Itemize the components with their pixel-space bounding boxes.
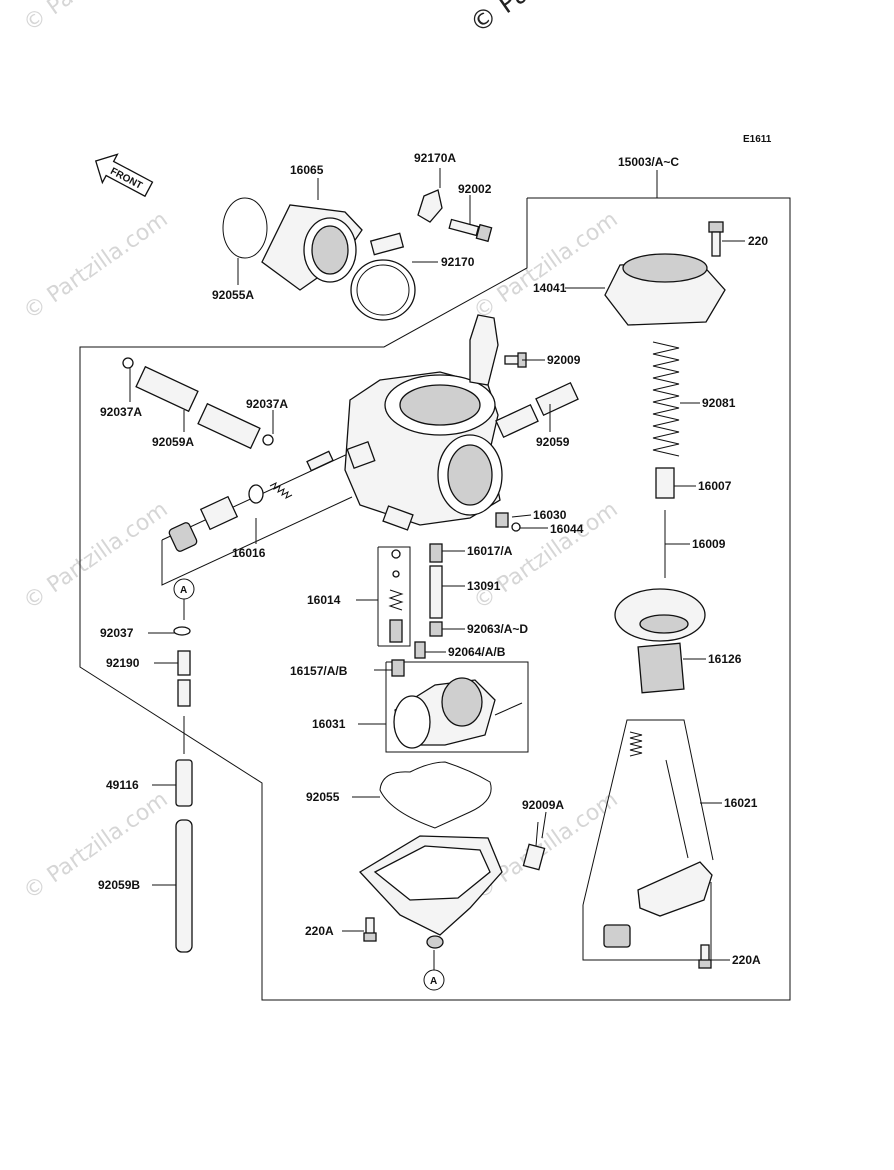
label-16021: 16021 — [724, 796, 758, 810]
spring-92081 — [652, 341, 680, 457]
diaphragm-16126 — [614, 588, 706, 694]
top-cover-14041 — [604, 253, 726, 326]
screw-220a-left — [363, 917, 377, 942]
label-92063: 92063/A~D — [467, 622, 528, 636]
label-92170: 92170 — [441, 255, 475, 269]
intake-frame — [385, 661, 529, 753]
jet-16030 — [495, 512, 509, 528]
label-92009a: 92009A — [522, 798, 564, 812]
label-92170a: 92170A — [414, 151, 456, 165]
carburetor-body — [344, 371, 503, 531]
watermark: © Partzilla.com — [469, 207, 622, 325]
label-16126: 16126 — [708, 652, 742, 666]
label-92055: 92055 — [306, 790, 340, 804]
label-16065: 16065 — [290, 163, 324, 177]
fitting-49116 — [175, 759, 193, 807]
label-16031: 16031 — [312, 717, 346, 731]
pilot-screw-frame-bottom — [161, 496, 353, 586]
jet-set-16014 — [388, 549, 404, 643]
bracket-92170a — [417, 189, 443, 223]
main-frame — [79, 197, 791, 1001]
starter-plunger-16021 — [603, 731, 713, 948]
label-220: 220 — [748, 234, 768, 248]
label-220a-right: 220A — [732, 953, 761, 967]
label-16157: 16157/A/B — [290, 664, 348, 678]
label-16044: 16044 — [550, 522, 584, 536]
clip-92037a-mid — [262, 434, 274, 446]
label-92190: 92190 — [106, 656, 140, 670]
leader-lines — [129, 168, 745, 961]
label-92002: 92002 — [458, 182, 492, 196]
label-92037a-mid: 92037A — [246, 397, 288, 411]
label-14041: 14041 — [533, 281, 567, 295]
label-92055a: 92055A — [212, 288, 254, 302]
watermark: © Partzilla.com — [19, 787, 172, 905]
marker-a-top-label: A — [180, 585, 187, 596]
tube-92190-b — [177, 679, 191, 707]
label-15003: 15003/A~C — [618, 155, 679, 169]
part-labels: 16065 92170A 92002 15003/A~C 220 92055A … — [98, 151, 768, 967]
label-16007: 16007 — [698, 479, 732, 493]
label-13091: 13091 — [467, 579, 501, 593]
intake-16031 — [393, 677, 523, 749]
needle-holder-16007 — [655, 467, 675, 499]
diagram-code: E1611 — [743, 134, 772, 145]
jet-set-frame-b — [378, 546, 411, 647]
jet-16044 — [511, 522, 521, 532]
watermark-top: © Pa — [465, 0, 535, 40]
label-16014: 16014 — [307, 593, 341, 607]
throttle-bracket — [469, 314, 499, 386]
label-16017a: 16017/A — [467, 544, 513, 558]
tube-92059b — [175, 819, 193, 953]
frame-lines — [79, 197, 791, 1001]
starter-frame-top — [582, 719, 714, 906]
clip-92037a-left — [122, 357, 134, 369]
needle-jet-13091 — [429, 565, 443, 619]
label-92009: 92009 — [547, 353, 581, 367]
screw-220a-right — [698, 944, 712, 969]
marker-a-bottom: A — [423, 950, 445, 991]
jet-92063 — [429, 621, 443, 637]
gasket-92055 — [379, 761, 492, 829]
label-92081: 92081 — [702, 396, 736, 410]
label-92059a: 92059A — [152, 435, 194, 449]
label-92064: 92064/A/B — [448, 645, 506, 659]
marker-a-top: A — [173, 578, 195, 620]
tube-92059 — [495, 381, 579, 439]
starter-frame-bottom — [582, 882, 712, 961]
label-92037: 92037 — [100, 626, 134, 640]
pilot-screw-set-16016 — [168, 450, 334, 552]
marker-a-bottom-label: A — [430, 976, 437, 987]
jet-16017a — [429, 543, 443, 563]
float-bowl — [358, 835, 503, 949]
front-arrow-shape — [94, 153, 154, 198]
watermark-layer: © Pa © Partzilla.com © Partzilla.com © P… — [19, 0, 622, 905]
tube-92190-a — [177, 650, 191, 676]
bolt-92002 — [448, 218, 493, 243]
label-16016: 16016 — [232, 546, 266, 560]
label-16009: 16009 — [692, 537, 726, 551]
watermark: © Partzilla.com — [19, 207, 172, 325]
label-220a-left: 220A — [305, 924, 334, 938]
label-16030: 16030 — [533, 508, 567, 522]
jet-92064 — [414, 641, 426, 659]
watermark: © Partzilla.com — [19, 497, 172, 615]
label-92059b: 92059B — [98, 878, 140, 892]
label-92037a-left: 92037A — [100, 405, 142, 419]
clip-92037 — [173, 626, 191, 636]
watermark: © Partzilla.com — [19, 0, 172, 37]
front-direction-arrow: FRONT — [94, 153, 154, 198]
label-49116: 49116 — [106, 778, 139, 792]
jet-16157 — [391, 659, 405, 677]
screw-220 — [708, 221, 724, 257]
drain-screw-92009a — [522, 821, 546, 871]
clamp-92170 — [350, 232, 416, 321]
label-92059: 92059 — [536, 435, 570, 449]
tube-92059a — [135, 365, 261, 450]
o-ring-92055a — [222, 197, 268, 259]
carb-holder-16065 — [261, 204, 363, 291]
